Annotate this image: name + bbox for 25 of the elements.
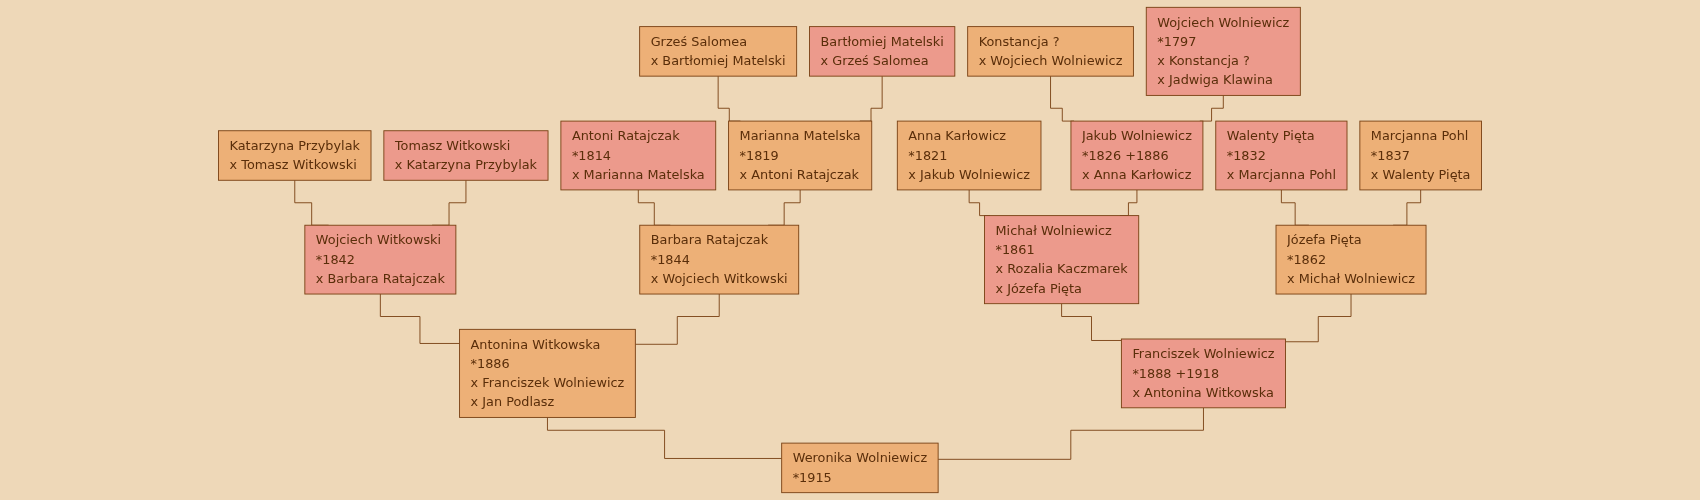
node-box: Józefa Pięta *1862 x Michał Wolniewicz [1275,224,1427,295]
connector [547,416,783,459]
node-box: Marianna Matelska *1819 x Antoni Ratajczak [728,120,873,191]
node-box: Walenty Pięta *1832 x Marcjanna Pohl [1215,120,1348,191]
node-box: Wojciech Wolniewicz *1797 x Konstancja ? x Jadwiga Klawina [1145,6,1301,96]
node-box: Bartłomiej Matelski x Grześ Salomea [809,26,956,77]
node-box: Katarzyna Przybylak x Tomasz Witkowski [218,130,372,181]
node-box: Michał Wolniewicz *1861 x Rozalia Kaczmarek x Józefa Pięta [984,215,1140,305]
node-box: Franciszek Wolniewicz *1888 +1918 x Antonina Witkowska [1120,338,1286,409]
node-box: Wojciech Witkowski *1842 x Barbara Ratajczak [304,224,457,295]
node-box: Konstancja ? x Wojciech Wolniewicz [967,26,1134,77]
node-box: Antonina Witkowska *1886 x Franciszek Wolniewicz x Jan Podlasz [459,328,636,418]
node-box: Jakub Wolniewicz *1826 +1886 x Anna Karłowicz [1070,120,1204,191]
node-box: Weronika Wolniewicz *1915 [781,442,939,494]
node-box: Barbara Ratajczak *1844 x Wojciech Witkowski [639,224,800,295]
connector [1061,303,1122,341]
node-box: Antoni Ratajczak *1814 x Marianna Matelska [560,120,717,191]
node-box: Anna Karłowicz *1821 x Jakub Wolniewicz [896,120,1042,191]
node-box: Grześ Salomea x Bartłomiej Matelski [639,26,798,77]
connector [379,293,460,344]
connector [1285,293,1352,343]
node-box: Tomasz Witkowski x Katarzyna Przybylak [383,130,549,181]
node-box: Marcjanna Pohl *1837 x Walenty Pięta [1359,120,1482,191]
connector [937,407,1204,460]
connector [634,293,720,345]
